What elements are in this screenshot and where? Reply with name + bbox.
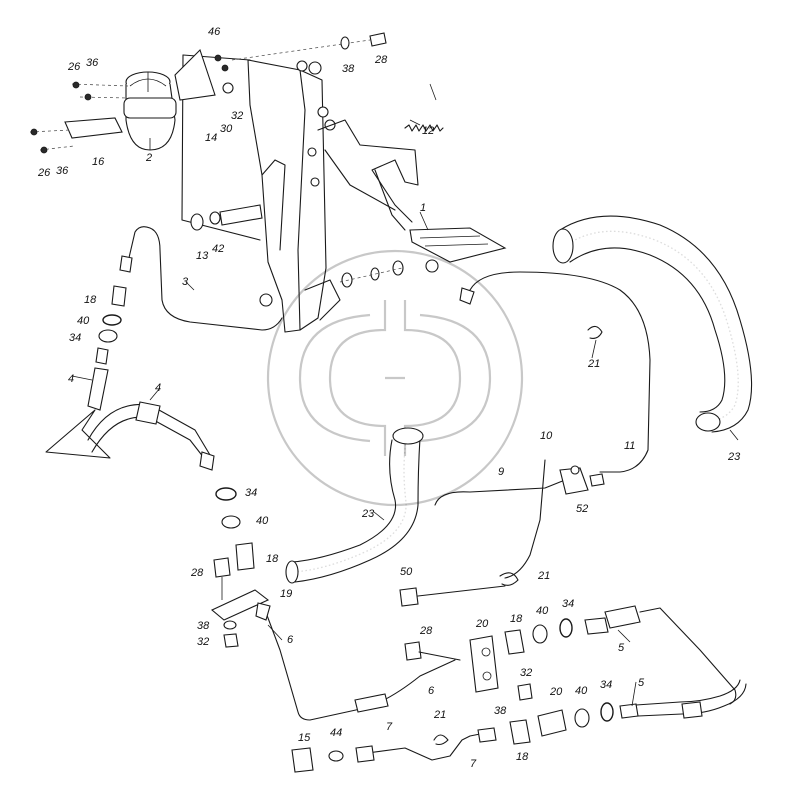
callout-50: 50 <box>400 566 413 578</box>
callout-7: 7 <box>470 758 477 770</box>
callout-34: 34 <box>245 487 257 499</box>
callout-40: 40 <box>536 605 549 617</box>
master-cylinder <box>64 48 216 151</box>
callout-38: 38 <box>342 63 355 75</box>
callout-34: 34 <box>69 332 81 344</box>
callout-40: 40 <box>575 685 588 697</box>
callout-5: 5 <box>618 642 625 654</box>
middle-fittings <box>404 605 737 705</box>
callout-4: 4 <box>68 373 74 385</box>
return-spring <box>404 83 444 132</box>
callout-7: 7 <box>386 721 393 733</box>
callout-15: 15 <box>298 732 311 744</box>
callout-1: 1 <box>420 202 426 214</box>
callout-34: 34 <box>600 679 612 691</box>
callout-5: 5 <box>638 677 645 689</box>
callout-32: 32 <box>231 110 243 122</box>
callout-20: 20 <box>549 686 563 698</box>
callout-34: 34 <box>562 598 574 610</box>
callout-52: 52 <box>576 503 588 515</box>
callout-18: 18 <box>516 751 529 763</box>
brake-pipe-3 <box>119 226 283 331</box>
callout-28: 28 <box>374 54 388 66</box>
callout-19: 19 <box>280 588 292 600</box>
lines-right <box>434 271 651 579</box>
callout-10: 10 <box>540 430 553 442</box>
callout-21: 21 <box>587 358 600 370</box>
cylinder-fasteners <box>29 32 404 288</box>
callout-12: 12 <box>422 125 434 137</box>
callout-30: 30 <box>220 123 233 135</box>
callout-42: 42 <box>212 243 224 255</box>
callout-44: 44 <box>330 727 342 739</box>
callouts: 46 26 36 38 28 32 12 14 30 2 16 26 36 1 … <box>37 26 741 770</box>
corrugated-hose-23-center <box>285 427 424 584</box>
bottom-fittings <box>509 679 747 745</box>
callout-28: 28 <box>419 625 433 637</box>
callout-9: 9 <box>498 466 504 478</box>
brake-pipe-7 <box>291 727 497 773</box>
corrugated-hose-23-right <box>552 215 753 433</box>
callout-18: 18 <box>84 294 97 306</box>
callout-38: 38 <box>197 620 210 632</box>
callout-20: 20 <box>475 618 489 630</box>
callout-32: 32 <box>197 636 209 648</box>
callout-16: 16 <box>92 156 105 168</box>
left-fittings <box>45 285 127 459</box>
callout-18: 18 <box>266 553 279 565</box>
callout-40: 40 <box>256 515 269 527</box>
callout-21: 21 <box>433 709 446 721</box>
callout-14: 14 <box>205 132 217 144</box>
callout-6: 6 <box>428 685 435 697</box>
lower-fittings <box>210 487 519 648</box>
callout-13: 13 <box>196 250 209 262</box>
callout-23: 23 <box>727 451 741 463</box>
callout-21: 21 <box>537 570 550 582</box>
callout-4: 4 <box>155 382 161 394</box>
callout-3: 3 <box>182 276 189 288</box>
callout-26: 26 <box>67 61 81 73</box>
callout-18: 18 <box>510 613 523 625</box>
callout-32: 32 <box>520 667 532 679</box>
callout-40: 40 <box>77 315 90 327</box>
callout-36: 36 <box>56 165 69 177</box>
callout-11: 11 <box>624 440 635 452</box>
callout-28: 28 <box>190 567 204 579</box>
leader-lines <box>71 119 739 707</box>
callout-26: 26 <box>37 167 51 179</box>
callout-23: 23 <box>361 508 375 520</box>
brake-pipe-6 <box>255 602 456 721</box>
pedal-lever <box>317 119 507 273</box>
callout-2: 2 <box>145 152 152 164</box>
brake-hose-4 <box>87 401 215 471</box>
callout-6: 6 <box>287 634 294 646</box>
callout-36: 36 <box>86 57 99 69</box>
callout-46: 46 <box>208 26 221 38</box>
callout-38: 38 <box>494 705 507 717</box>
